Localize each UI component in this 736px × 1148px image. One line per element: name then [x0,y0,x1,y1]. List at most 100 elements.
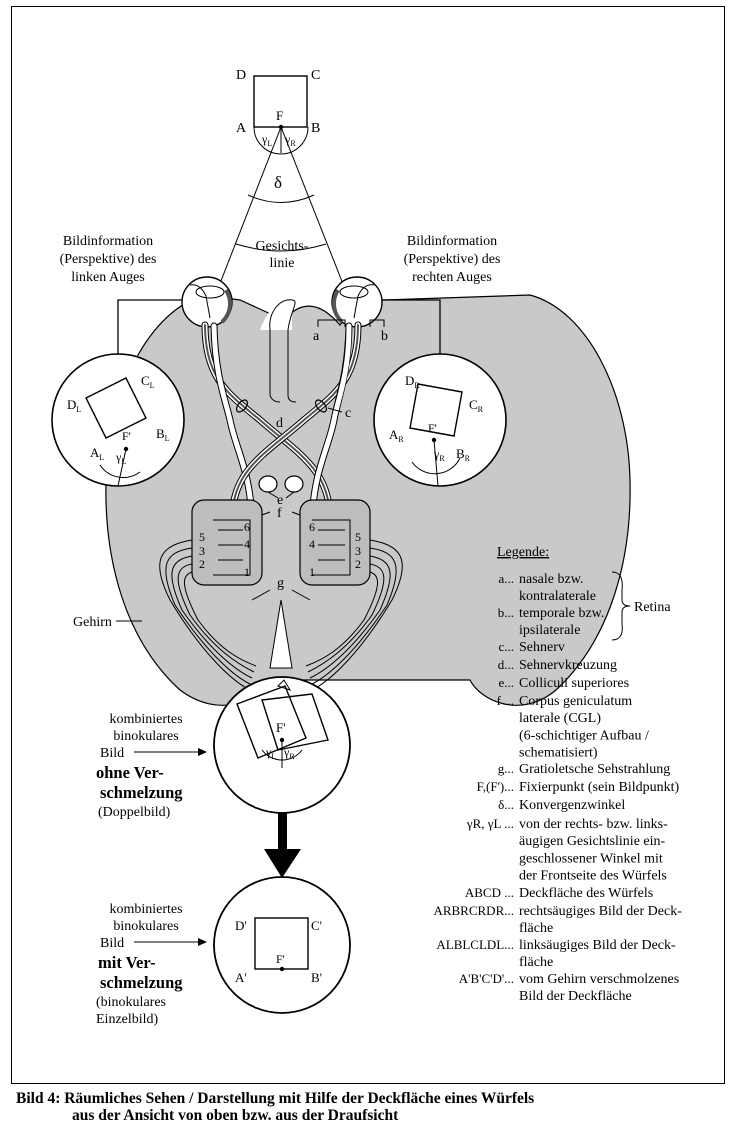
caption-line-2: aus der Ansicht von oben bzw. aus der Dr… [72,1107,399,1124]
label-e: e [277,493,283,508]
left-B: BL [156,426,170,443]
left-D: DL [67,397,81,414]
legend-title: Legende: [497,545,549,560]
legend-text: äugigen Gesichtslinie ein- [519,834,666,849]
legend-text: kontralaterale [519,589,596,604]
legend-text: ipsilaterale [519,623,580,638]
optic-pathways [201,321,362,579]
legend-key: γR, γL ... [466,816,514,831]
legend-key: a... [498,571,514,586]
legend-text: fläche [519,955,553,970]
right-eye-image-circle [373,353,507,487]
cgl-right-layer-4: 4 [309,537,315,551]
left-info-1: Bildinformation [63,234,153,249]
nofusion-bold-1: ohne Ver- [96,763,164,782]
legend-text: laterale (CGL) [519,711,601,726]
legend-retina: Retina [634,600,671,615]
legend-text: temporale bzw. [519,606,604,621]
legend-key: ARBRCRDR... [433,903,514,918]
caption-line-1: Bild 4: Räumliches Sehen / Darstellung m… [16,1090,535,1107]
legend-key: f ... [497,693,514,708]
right-F: F' [428,421,437,435]
label-A: A [236,121,247,136]
cgl-left-layer-5: 5 [199,530,205,544]
cgl-left-layer-2: 2 [199,557,205,571]
fusion-note-1: (binokulares [96,995,166,1010]
brain-midline-right [287,330,297,403]
cgl-left-layer-3: 3 [199,544,205,558]
optic-radiation [159,539,403,691]
colliculus-right [284,475,304,493]
sight-line-label-1: Gesichts- [256,239,309,254]
label-d: d [276,416,283,431]
right-gamma: γR [433,447,445,463]
legend-key: A'B'C'D'... [459,971,514,986]
label-D: D [236,68,246,83]
cgl-right [299,499,371,586]
legend-key: c... [498,639,514,654]
right-A: AR [389,427,404,444]
combined-fusion-circle [213,876,351,1014]
nofusion-line-3: Bild [100,746,124,761]
fusion-line-1: kombiniertes [109,902,182,917]
left-gamma: γL [115,450,126,466]
cgl-right-layer-3: 3 [355,544,361,558]
retina-brace [611,571,631,641]
figure-caption: Bild 4: Räumliches Sehen / Darstellung m… [16,1090,731,1124]
legend-text: Fixierpunkt (sein Bildpunkt) [519,780,680,795]
right-C: CR [469,397,484,414]
nofusion-bold-2: schmelzung [100,783,183,802]
legend-text: geschlossener Winkel mit [519,851,663,866]
label-F: F [276,108,283,123]
nofusion-line-1: kombiniertes [109,712,182,727]
combined-F: F' [276,720,286,735]
legend-key: e... [498,675,514,690]
left-eye [181,276,233,328]
legend-text: Colliculi superiores [519,676,629,691]
legend-text: nasale bzw. [519,572,583,587]
arrow-shaft [278,812,287,852]
combined-gL: γL [265,745,276,761]
label-C: C [311,68,320,83]
right-info-2: (Perspektive) des [404,252,501,267]
cgl-left-layer-1: 1 [244,565,250,579]
arrow-head [264,849,301,878]
legend-text: vom Gehirn verschmolzenes [519,972,679,987]
fused-F: F' [276,952,285,966]
cgl-right-layer-1: 1 [309,565,315,579]
legend-text: Bild der Deckfläche [519,989,632,1004]
label-c: c [345,406,351,421]
legend-text: (6-schichtiger Aufbau / [519,728,649,743]
fused-C: C' [311,918,322,933]
legend-text: Gratioletsche Sehstrahlung [519,762,670,777]
fused-B: B' [311,970,322,985]
label-b: b [381,329,388,344]
gamma-L: γL [261,132,272,148]
legend-text: rechtsäugiges Bild der Deck- [519,904,682,919]
nofusion-line-2: binokulares [113,729,178,744]
gamma-R: γR [284,132,296,148]
legend-key: ABCD ... [465,885,514,900]
cgl-right-layer-2: 2 [355,557,361,571]
legend-text: Corpus geniculatum [519,694,632,709]
right-info-1: Bildinformation [407,234,497,249]
label-g: g [277,576,284,591]
cgl-left-layer-6: 6 [244,520,250,534]
combined-gR: γR [283,745,295,761]
cgl-right-layer-5: 5 [355,530,361,544]
sight-line-label-2: linie [270,256,295,271]
legend-text: Deckfläche des Würfels [519,886,653,901]
legend-text: Sehnerv [519,640,565,655]
legend-key: d... [498,657,514,672]
fusion-line-3: Bild [100,936,124,951]
legend-text: von der rechts- bzw. links- [519,817,668,832]
fusion-bold-2: schmelzung [100,973,183,992]
label-B: B [311,121,320,136]
legend-key: ALBLCLDL... [436,937,514,952]
label-f: f [277,506,282,521]
brain-label: Gehirn [73,615,112,630]
legend-key: g... [498,761,514,776]
cgl-left-layer-4: 4 [244,537,250,551]
left-F: F' [122,429,131,443]
